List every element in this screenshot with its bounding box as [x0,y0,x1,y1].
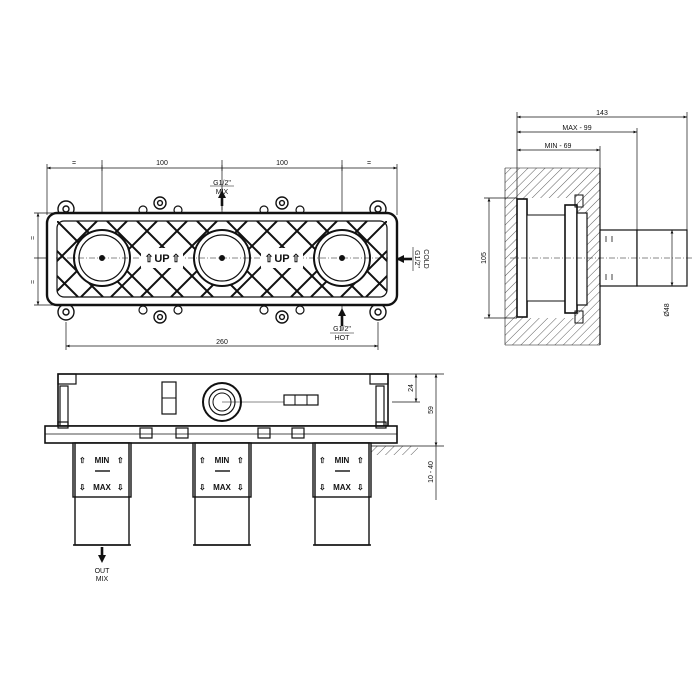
arrow-down-icon: ⇩ [199,483,206,492]
dim-diameter: Ø48 [664,303,671,316]
dim-height: 105 [481,252,488,264]
svg-text:UP: UP [274,253,289,265]
minmax-center: ⇧ MIN ⇧ ⇩ MAX ⇩ [199,456,244,492]
sleeve-left [72,442,132,546]
sleeve-center [192,442,252,546]
arrow-down-icon: ⇩ [319,483,326,492]
dim-spacing-1: 100 [156,160,168,167]
out-mix-label: MIX [96,576,109,583]
cold-thread-label: G1/2" [413,250,420,268]
side-top-dimensions [516,112,688,230]
sleeve-right [312,442,372,546]
side-height-dimension [484,197,517,319]
dim-equal-left: = [72,160,76,167]
arrow-down-icon: ⇩ [237,483,244,492]
dim-max: MAX - 99 [562,125,591,132]
arrow-up-icon: ⇧ [357,456,364,465]
dim-equal-right: = [367,160,371,167]
side-view: 143 MAX - 99 MIN - 69 105 Ø48 [481,110,692,346]
up-label-right: ⇧ UP ⇧ [261,248,303,268]
cold-label: COLD [422,249,429,268]
up-arrow-icon: ⇧ [264,253,273,265]
arrow-up-icon [338,308,346,316]
min-label: MIN [335,456,350,465]
hot-thread-label: G1/2" [333,326,351,333]
bottom-view: ⇧ MIN ⇧ ⇩ MAX ⇩ ⇧ MIN ⇧ ⇩ MAX ⇩ ⇧ MIN ⇧ … [44,373,444,583]
dim-min: MIN - 69 [545,143,572,150]
minmax-left: ⇧ MIN ⇧ ⇩ MAX ⇩ [79,456,124,492]
min-label: MIN [95,456,110,465]
max-label: MAX [93,483,111,492]
arrow-up-icon: ⇧ [79,456,86,465]
svg-text:UP: UP [154,253,169,265]
hot-callout: G1/2" HOT [330,305,354,342]
up-label-left: ⇧ UP ⇧ [141,248,183,268]
front-view: = 100 100 = = = [30,160,429,350]
mix-label: MIX [216,189,229,196]
arrow-down-icon [98,555,106,563]
arrow-up-icon: ⇧ [199,456,206,465]
front-plate-inner [56,220,388,298]
cold-callout: G1/2" COLD [396,247,429,271]
out-mix-callout: OUT MIX [95,547,111,583]
up-arrow-icon: ⇧ [144,253,153,265]
front-bottom-dimension [65,322,379,350]
arrow-down-icon: ⇩ [117,483,124,492]
minmax-right: ⇧ MIN ⇧ ⇩ MAX ⇩ [319,456,364,492]
max-label: MAX [333,483,351,492]
hot-label: HOT [335,335,351,342]
bottom-right-dimensions [388,373,444,500]
arrow-up-icon: ⇧ [319,456,326,465]
dim-24: 24 [408,384,415,392]
dim-59: 59 [428,406,435,414]
dim-10-40: 10 - 40 [428,461,435,483]
mix-callout: G1/2" MIX [210,180,234,210]
out-label: OUT [95,568,111,575]
max-label: MAX [213,483,231,492]
arrow-down-icon: ⇩ [357,483,364,492]
dim-total-depth: 143 [596,110,608,117]
dim-spacing-2: 100 [276,160,288,167]
arrow-up-icon: ⇧ [237,456,244,465]
up-arrow-icon: ⇧ [291,253,300,265]
arrow-left-icon [396,255,404,263]
min-label: MIN [215,456,230,465]
up-arrow-icon: ⇧ [171,253,180,265]
dim-equal-side-top: = [30,236,37,240]
arrow-down-icon: ⇩ [79,483,86,492]
dim-equal-side-bottom: = [30,280,37,284]
arrow-up-icon: ⇧ [117,456,124,465]
arrow-up-icon [218,190,226,198]
bottom-flange [44,425,398,444]
dim-total-width: 260 [216,339,228,346]
mix-thread-label: G1/2" [213,180,231,187]
